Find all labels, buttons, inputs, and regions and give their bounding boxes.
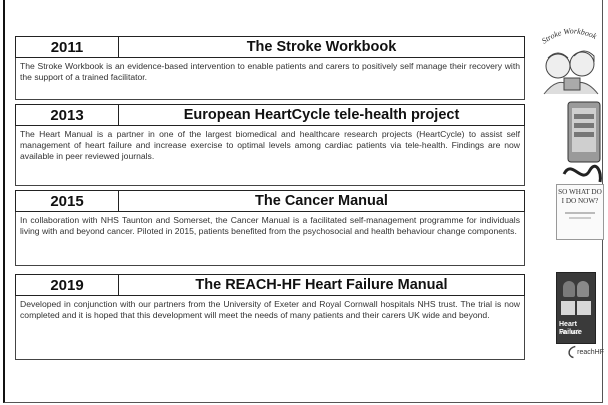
cancer-cover-line2: I DO NOW? bbox=[561, 197, 599, 205]
section-title: The Stroke Workbook bbox=[246, 39, 397, 55]
reachhf-manual-cover-image: Heart Failure Manual reachHF bbox=[556, 272, 604, 360]
section-header: 2015 The Cancer Manual bbox=[15, 190, 525, 212]
section-year: 2015 bbox=[16, 191, 119, 211]
section-title: The REACH-HF Heart Failure Manual bbox=[195, 277, 448, 293]
section-text: In collaboration with NHS Taunton and So… bbox=[15, 212, 525, 266]
svg-text:Stroke Workbook: Stroke Workbook bbox=[540, 26, 598, 45]
heartcycle-device-image bbox=[560, 100, 604, 190]
stroke-workbook-cover-image: Stroke Workbook bbox=[538, 22, 604, 100]
section-year: 2011 bbox=[16, 37, 119, 57]
reach-cover-title: Heart Failure bbox=[559, 321, 582, 336]
section-2013: 2013 European HeartCycle tele-health pro… bbox=[15, 104, 525, 186]
section-header: 2013 European HeartCycle tele-health pro… bbox=[15, 104, 525, 126]
section-2015: 2015 The Cancer Manual In collaboration … bbox=[15, 190, 525, 266]
section-2019: 2019 The REACH-HF Heart Failure Manual D… bbox=[15, 274, 525, 360]
cancer-manual-cover-image: SO WHAT DO I DO NOW? bbox=[556, 184, 604, 240]
cancer-cover-line1: SO WHAT DO bbox=[558, 188, 602, 196]
section-2011: 2011 The Stroke Workbook The Stroke Work… bbox=[15, 36, 525, 100]
stroke-cover-title: Stroke Workbook bbox=[540, 26, 598, 45]
section-header: 2019 The REACH-HF Heart Failure Manual bbox=[15, 274, 525, 296]
section-title: The Cancer Manual bbox=[255, 193, 388, 209]
reach-cover-sub: Manual bbox=[559, 330, 579, 336]
section-text: The Heart Manual is a partner in one of … bbox=[15, 126, 525, 186]
section-text: Developed in conjunction with our partne… bbox=[15, 296, 525, 360]
section-header: 2011 The Stroke Workbook bbox=[15, 36, 525, 58]
reach-logo-text: reachHF bbox=[577, 348, 604, 356]
section-year: 2013 bbox=[16, 105, 119, 125]
section-text: The Stroke Workbook is an evidence-based… bbox=[15, 58, 525, 100]
section-year: 2019 bbox=[16, 275, 119, 295]
section-title: European HeartCycle tele-health project bbox=[183, 107, 460, 123]
reachhf-logo: reachHF bbox=[566, 344, 604, 360]
